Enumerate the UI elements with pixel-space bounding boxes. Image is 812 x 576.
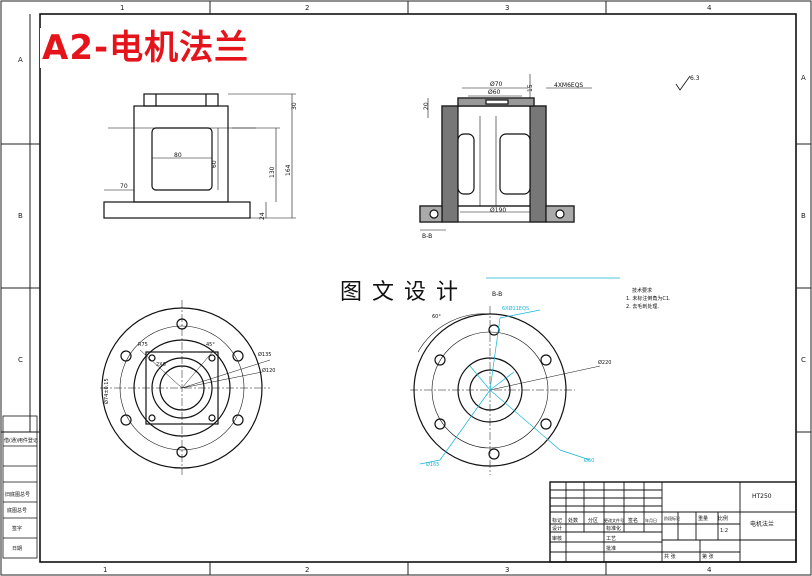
front-view-dims: 70 80 60 130 164 30 24 [104, 93, 298, 220]
dim-phi190: Ø190 [490, 207, 506, 214]
tb-cell-7: 标准化 [606, 525, 621, 532]
tb-cell-8: 审核 [552, 535, 562, 542]
tb-cell-15: 第 张 [702, 553, 714, 560]
dim-60deg: 60° [432, 314, 441, 320]
tb-cell-13: 比例 [718, 515, 728, 522]
dim-164: 164 [285, 164, 292, 176]
row-mark-b-r: B [801, 212, 806, 220]
col-mark-b2: 2 [305, 566, 309, 574]
tb-cell-11: 阶段标记 [664, 515, 680, 521]
strip-label-5: 日期 [12, 546, 22, 552]
row-mark-c-r: C [801, 356, 806, 364]
left-strip: 借(通)用件登记 旧底图总号 底图总号 签字 日期 [2, 415, 38, 559]
column-marks-bottom: 1 2 3 4 [103, 562, 712, 575]
tb-cell-2: 分区 [588, 517, 598, 524]
row-mark-c: C [18, 356, 23, 364]
section-name: B-B [422, 233, 432, 240]
dim-80: 80 [174, 152, 182, 159]
tb-cell-14: 共 张 [664, 553, 676, 560]
title-block [549, 481, 797, 563]
row-mark-a: A [18, 56, 23, 64]
dim-tol: Ø74±0.15 [103, 378, 110, 404]
dim-holes: 4XM6EQS [554, 82, 583, 89]
section-view [419, 97, 575, 223]
dim-30: 30 [291, 102, 298, 110]
col-mark-2: 2 [305, 4, 309, 12]
tb-scale: 1:2 [720, 528, 728, 534]
strip-label-3: 底图总号 [7, 507, 27, 514]
strip-label-4: 签字 [12, 525, 22, 532]
tb-cell-12: 重量 [698, 515, 708, 522]
dim-phi70: Ø70 [490, 81, 503, 88]
dim-2x6: 2X6 [156, 362, 166, 368]
tech-heading: 技术要求 [632, 287, 652, 294]
dim-6xholes: 6XØ11EQS [502, 305, 529, 312]
roughness-symbol: 6.3 [675, 75, 700, 91]
dim-70: 70 [120, 183, 128, 190]
dim-15: 15 [527, 84, 534, 92]
section-view-dims: Ø70 Ø60 Ø190 4XM6EQS 15 20 B-B [420, 74, 592, 240]
flange-dims: Ø220 60° B-B [432, 291, 611, 366]
column-marks-top: 1 2 3 4 [120, 1, 712, 14]
tb-cell-1: 处数 [568, 517, 578, 524]
dim-45: 45° [206, 342, 215, 348]
row-mark-b: B [18, 212, 23, 220]
tech-item-1: 1. 未标注倒角为C1. [626, 295, 671, 302]
watermark-text: 图文设计 [336, 274, 473, 306]
strip-label-1: 借(通)用件登记 [4, 437, 38, 444]
tb-cell-6: 设计 [552, 525, 562, 532]
dim-60: 60 [211, 160, 218, 168]
tb-cell-5: 年月日 [645, 517, 657, 523]
col-mark-3: 3 [505, 4, 509, 12]
dim-r75: R75 [138, 342, 148, 348]
dim-phi165: Ø165 [426, 461, 439, 468]
roughness-value: 6.3 [690, 75, 700, 82]
tb-cell-4: 签名 [628, 517, 638, 524]
dim-phi60: Ø60 [584, 457, 594, 464]
tech-item-2: 2. 去毛刺处理. [626, 303, 659, 310]
col-mark-b4: 4 [707, 566, 712, 574]
top-view [100, 300, 271, 475]
dim-20: 20 [423, 102, 430, 110]
flange-view [410, 306, 601, 475]
tb-material: HT250 [752, 493, 772, 500]
title-block-text: HT250 电机法兰 1:2 标记 处数 分区 更改文件号 签名 年月日 设计 … [552, 493, 774, 560]
top-view-dims: Ø135 Ø120 R75 45° 2X6 Ø74±0.15 [103, 342, 275, 404]
tb-cell-10: 批准 [606, 545, 616, 552]
flange-dims-cyan: 6XØ11EQS Ø165 Ø60 [419, 305, 594, 468]
dim-24: 24 [259, 212, 266, 220]
dim-phi220: Ø220 [598, 359, 611, 366]
strip-label-2: 旧底图总号 [5, 491, 30, 498]
tb-part-name: 电机法兰 [750, 520, 774, 528]
col-mark-b3: 3 [505, 566, 509, 574]
dim-130: 130 [269, 166, 276, 178]
dim-phi120: Ø120 [262, 367, 275, 374]
dim-phi60: Ø60 [488, 89, 501, 96]
col-mark-b1: 1 [103, 566, 107, 574]
row-mark-a-r: A [801, 74, 806, 82]
tb-cell-9: 工艺 [606, 536, 616, 542]
tb-cell-3: 更改文件号 [604, 517, 624, 523]
tb-cell-0: 标记 [552, 517, 562, 524]
tech-notes: 技术要求 1. 未标注倒角为C1. 2. 去毛刺处理. [626, 287, 671, 310]
col-mark-1: 1 [120, 4, 124, 12]
front-view [103, 93, 256, 219]
drawing-title: A2-电机法兰 [40, 28, 256, 68]
flange-label: B-B [492, 291, 502, 298]
dim-phi135: Ø135 [258, 351, 271, 358]
col-mark-4: 4 [707, 4, 712, 12]
